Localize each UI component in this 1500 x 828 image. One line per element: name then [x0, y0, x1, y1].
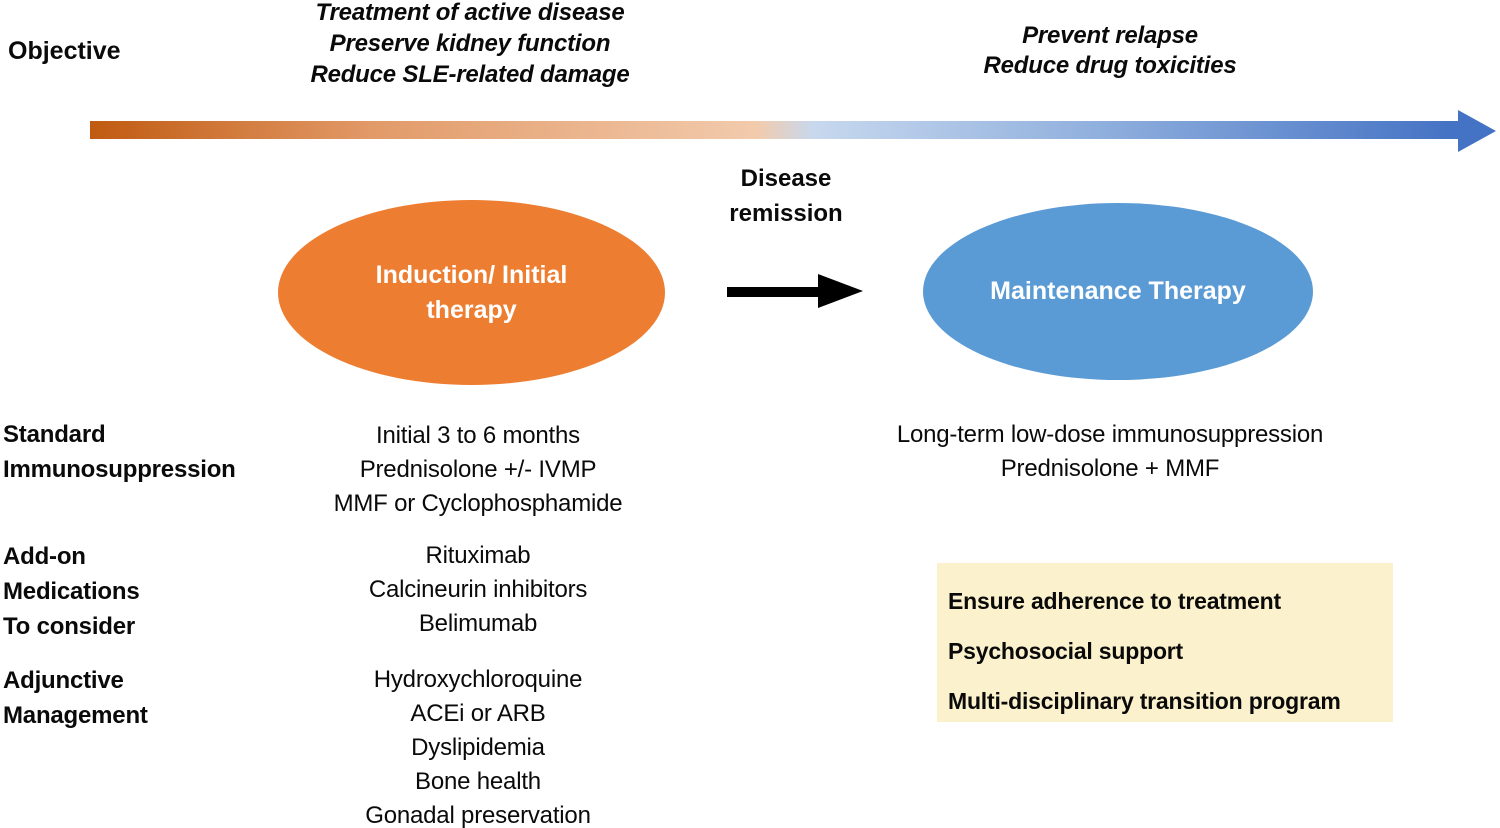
maintenance-phase-ellipse: Maintenance Therapy — [923, 203, 1313, 380]
list-item: Long-term low-dose immunosuppression — [896, 421, 1324, 448]
induction-goal-line: Reduce SLE-related damage — [310, 61, 630, 88]
list-item: Gonadal preservation — [365, 802, 591, 828]
row-label-addon-medications: Add-on Medications To consider — [3, 539, 140, 644]
induction-phase-line: therapy — [426, 295, 517, 324]
row-label-line: Add-on — [3, 543, 86, 570]
induction-goal-line: Treatment of active disease — [315, 0, 625, 26]
maintenance-phase-label: Maintenance Therapy — [990, 277, 1246, 305]
row-label-standard-immunosuppression: Standard Immunosuppression — [3, 417, 236, 487]
induction-phase-ellipse: Induction/ Initial therapy — [278, 200, 665, 385]
induction-goal-line: Preserve kidney function — [329, 30, 611, 57]
row-label-line: Standard — [3, 421, 106, 448]
row-label-line: Adjunctive — [3, 667, 124, 694]
maintenance-goal-line: Reduce drug toxicities — [983, 52, 1237, 79]
list-item: Hydroxychloroquine — [373, 666, 583, 693]
list-item: Rituximab — [425, 542, 531, 569]
row-label-line: Management — [3, 702, 148, 729]
disease-remission-line: remission — [729, 200, 843, 227]
standard-maintenance-list: Long-term low-dose immunosuppression Pre… — [880, 418, 1340, 486]
list-item: Bone health — [415, 768, 541, 795]
maintenance-note-box: Ensure adherence to treatment Psychosoci… — [937, 563, 1393, 722]
note-line: Multi-disciplinary transition program — [948, 688, 1341, 714]
induction-phase-label: Induction/ Initial therapy — [376, 258, 568, 328]
disease-remission-label: Disease remission — [686, 161, 886, 231]
adjunctive-induction-list: Hydroxychloroquine ACEi or ARB Dyslipide… — [278, 663, 678, 828]
induction-phase-line: Induction/ Initial — [375, 260, 568, 289]
maintenance-goals: Prevent relapse Reduce drug toxicities — [910, 21, 1310, 81]
objective-label: Objective — [8, 37, 121, 65]
note-line: Psychosocial support — [948, 638, 1184, 664]
list-item: Belimumab — [418, 610, 538, 637]
row-label-line: To consider — [3, 613, 136, 640]
addon-induction-list: Rituximab Calcineurin inhibitors Belimum… — [278, 539, 678, 641]
gradient-timeline-arrow-icon — [90, 110, 1496, 152]
induction-goals: Treatment of active disease Preserve kid… — [270, 0, 670, 90]
list-item: Initial 3 to 6 months — [376, 422, 580, 449]
list-item: MMF or Cyclophosphamide — [333, 490, 623, 517]
maintenance-goal-line: Prevent relapse — [1022, 22, 1198, 49]
row-label-line: Medications — [3, 578, 140, 605]
list-item: Calcineurin inhibitors — [368, 576, 588, 603]
transition-arrow-icon — [727, 274, 863, 308]
list-item: Dyslipidemia — [411, 734, 545, 761]
standard-induction-list: Initial 3 to 6 months Prednisolone +/- I… — [278, 419, 678, 521]
disease-remission-line: Disease — [740, 165, 832, 192]
row-label-adjunctive-management: Adjunctive Management — [3, 663, 148, 733]
row-label-line: Immunosuppression — [3, 456, 236, 483]
list-item: ACEi or ARB — [410, 700, 546, 727]
list-item: Prednisolone + MMF — [1000, 455, 1220, 482]
note-line: Ensure adherence to treatment — [948, 588, 1281, 614]
list-item: Prednisolone +/- IVMP — [359, 456, 597, 483]
